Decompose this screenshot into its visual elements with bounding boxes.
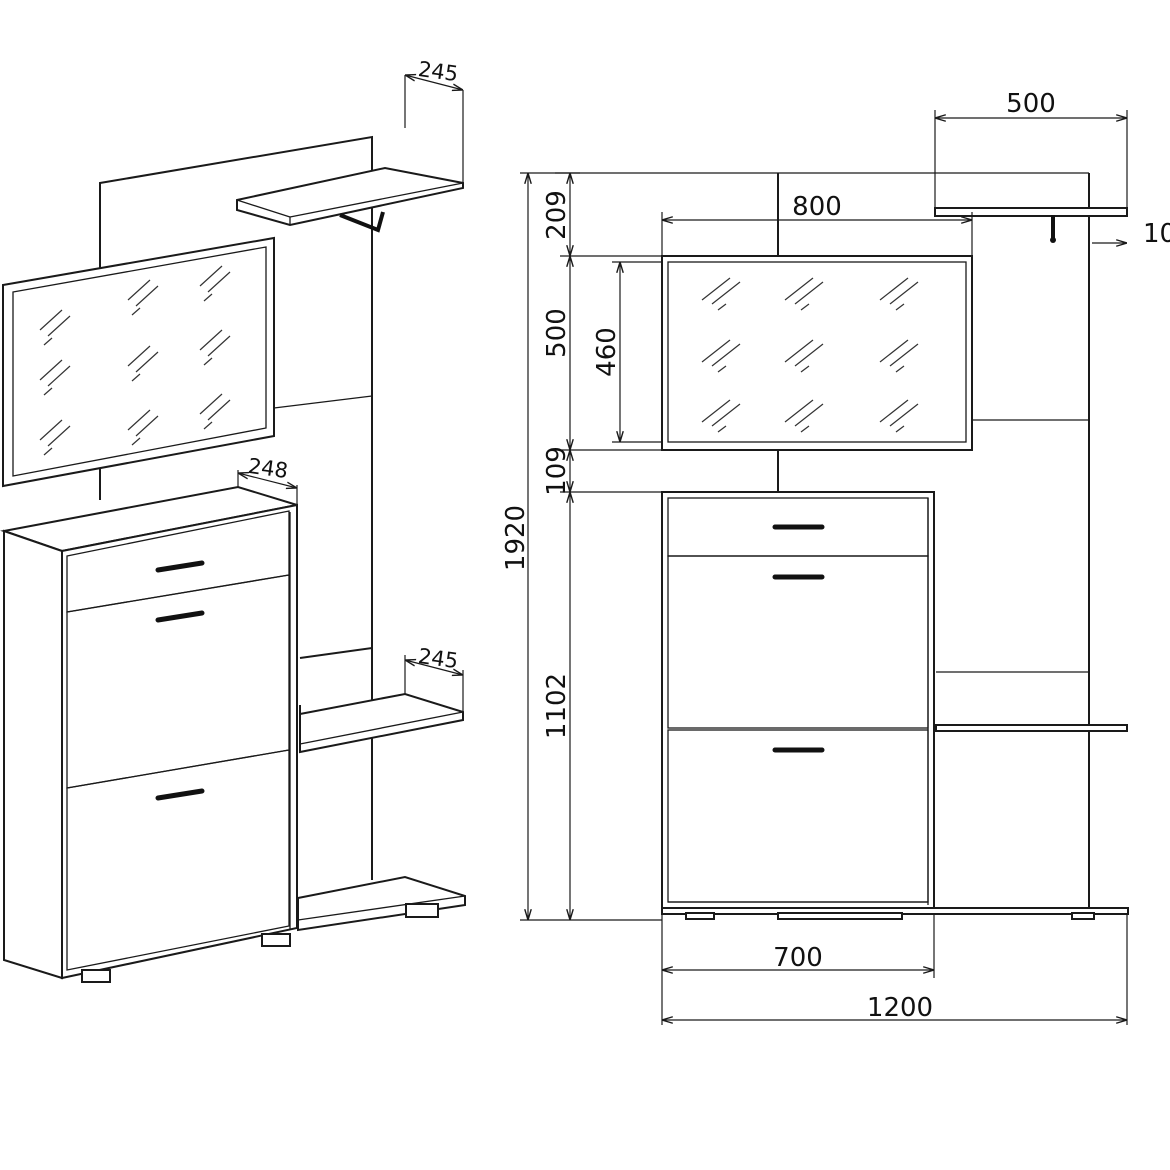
cabinet-foot-left: [81, 969, 111, 983]
back-panel-lower: [299, 646, 373, 880]
front-view: 500 800 10 209: [501, 89, 1170, 1025]
mirror-glass: [12, 246, 267, 477]
dim-lower-shelf-depth: 245: [405, 644, 463, 712]
dim-cabinet-width: 700: [661, 914, 935, 1025]
dim-shelf-width-label: 500: [1006, 89, 1056, 119]
dim-total-width: 1200: [662, 914, 1128, 1025]
top-shelf: [236, 166, 464, 227]
dim-mirror-width: 800: [661, 192, 973, 256]
mirror-frame: [2, 236, 275, 488]
dim-cabinet-depth: 248: [238, 454, 297, 505]
dim-mirror-width-label: 800: [792, 192, 842, 222]
front-mirror-frame: [661, 255, 973, 451]
dim-cabinet-depth-label: 248: [246, 454, 289, 483]
dim-mirror-cabinet-gap-label: 109: [542, 446, 572, 496]
mirror-glass-marks: [39, 265, 231, 456]
front-foot-2: [777, 912, 903, 920]
front-foot-3: [1071, 912, 1095, 920]
front-foot-1: [685, 912, 715, 920]
front-middle-shelf: [935, 724, 1128, 732]
dim-shelf-thickness-label: 10: [1143, 219, 1170, 249]
dim-top-shelf-depth-label: 245: [417, 57, 460, 86]
cabinet-flap-lower: [66, 749, 290, 971]
cabinet-foot-right: [261, 933, 291, 947]
dim-total-width-label: 1200: [867, 993, 933, 1023]
flap-lower-handle: [155, 788, 205, 801]
front-cabinet-body: [661, 491, 935, 911]
dim-shelf-thickness: 10: [1092, 219, 1170, 249]
dim-mirror-height-label: 500: [542, 308, 572, 358]
drawer-handle: [155, 560, 205, 573]
dim-shelf-width: 500: [934, 89, 1128, 208]
back-panel-inner: [273, 395, 373, 409]
dim-mirror-glass-height-label: 460: [592, 327, 622, 377]
front-cabinet-flap-upper: [667, 555, 929, 729]
dim-cabinet-height-label: 1102: [542, 673, 572, 739]
front-mirror-glass-marks: [701, 277, 919, 433]
middle-shelf: [299, 692, 464, 754]
front-top-shelf: [934, 207, 1128, 217]
perspective-view: 245 248 245: [0, 57, 466, 983]
dim-lower-shelf-depth-label: 245: [417, 644, 460, 673]
flap-upper-handle: [155, 610, 205, 623]
dim-top-gap-label: 209: [542, 190, 572, 240]
cabinet-front: [61, 503, 298, 980]
dim-cabinet-width-label: 700: [773, 943, 823, 973]
dim-top-shelf-depth: 245: [405, 57, 463, 183]
dim-vertical-chain: [520, 172, 662, 921]
bottom-shelf: [297, 875, 466, 932]
cabinet-side: [3, 529, 63, 980]
coat-hook: [339, 211, 385, 233]
dim-total-height-label: 1920: [501, 505, 531, 571]
shelf-foot: [405, 903, 439, 918]
front-mirror-glass: [667, 261, 967, 443]
